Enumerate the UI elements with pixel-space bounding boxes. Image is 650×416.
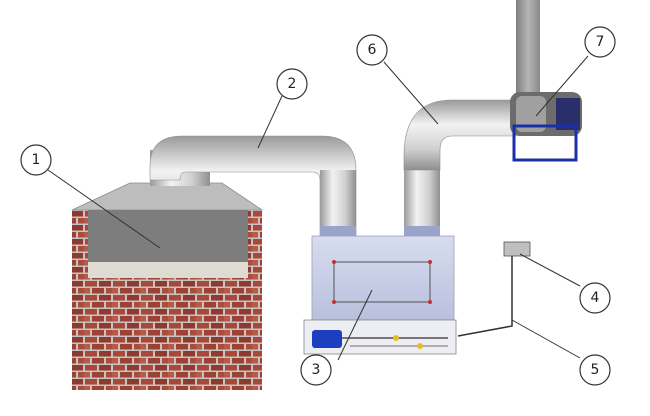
callout-6-label: 6 <box>368 42 377 58</box>
inlet-duct <box>149 135 357 237</box>
control-box <box>503 241 531 257</box>
exhaust-fan <box>510 0 582 162</box>
callout-3-label: 3 <box>312 362 321 378</box>
callout-5: 5 <box>579 354 611 386</box>
callout-3: 3 <box>300 354 332 386</box>
callout-4-label: 4 <box>591 290 600 306</box>
leader-lines <box>47 55 589 361</box>
callout-1-label: 1 <box>32 152 41 168</box>
control-cable <box>457 256 513 337</box>
callout-5-label: 5 <box>591 362 600 378</box>
hood <box>71 182 264 278</box>
callout-7-label: 7 <box>596 34 605 50</box>
outlet-duct <box>403 99 517 236</box>
callout-6: 6 <box>356 34 388 66</box>
purification-unit <box>303 235 457 355</box>
callout-1: 1 <box>20 144 52 176</box>
callout-4: 4 <box>579 282 611 314</box>
callout-7: 7 <box>584 26 616 58</box>
callout-2-label: 2 <box>288 76 297 92</box>
callout-2: 2 <box>276 68 308 100</box>
